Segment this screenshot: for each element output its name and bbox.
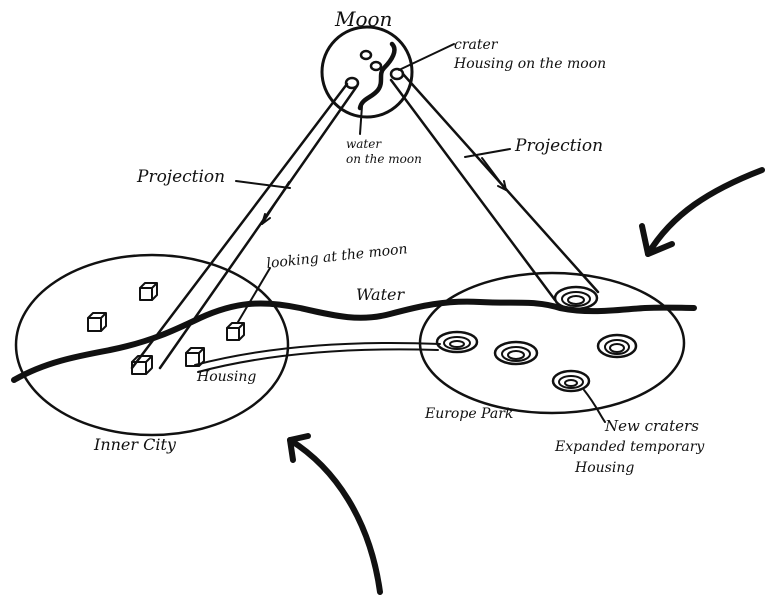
arrow-top-right bbox=[642, 170, 762, 254]
house-icon bbox=[88, 313, 106, 331]
label-water: Water bbox=[356, 285, 405, 304]
inner-city-area bbox=[16, 255, 288, 435]
label-projection-right: Projection bbox=[514, 136, 603, 156]
label-crater: crater bbox=[454, 37, 499, 53]
moon-water bbox=[360, 44, 394, 108]
leader-projection-left bbox=[236, 181, 290, 188]
crater-icon bbox=[495, 342, 537, 364]
house-icon bbox=[227, 323, 244, 340]
label-housing-on-moon: Housing on the moon bbox=[453, 56, 606, 72]
label-moon: Moon bbox=[334, 7, 392, 31]
label-housing: Housing bbox=[196, 369, 256, 385]
label-new-craters: New craters bbox=[604, 417, 699, 435]
housing-connection bbox=[195, 343, 440, 365]
projection-beam-right bbox=[391, 74, 598, 300]
leader-crater bbox=[399, 44, 454, 70]
water-river bbox=[14, 302, 694, 380]
label-water-on-moon-1: water bbox=[346, 137, 382, 151]
moon-crater-3 bbox=[371, 62, 381, 70]
label-water-on-moon-2: on the moon bbox=[346, 152, 422, 166]
projection-right-arrow bbox=[482, 158, 506, 190]
crater-icon bbox=[553, 371, 589, 391]
leader-new-craters bbox=[584, 390, 605, 422]
crater-icon bbox=[598, 335, 636, 357]
label-inner-city: Inner City bbox=[93, 435, 177, 454]
moon bbox=[322, 27, 412, 117]
label-projection-left: Projection bbox=[136, 167, 225, 187]
label-europe-park: Europe Park bbox=[424, 406, 513, 422]
moon-crater-4 bbox=[391, 69, 403, 79]
house-icon bbox=[140, 283, 157, 300]
arrow-bottom bbox=[290, 436, 380, 592]
label-looking-at-moon: looking at the moon bbox=[266, 241, 409, 272]
crater-icon bbox=[437, 332, 477, 352]
moon-crater-2 bbox=[361, 51, 371, 59]
label-expanded-2: Housing bbox=[574, 460, 634, 476]
label-expanded-1: Expanded temporary bbox=[554, 439, 705, 455]
